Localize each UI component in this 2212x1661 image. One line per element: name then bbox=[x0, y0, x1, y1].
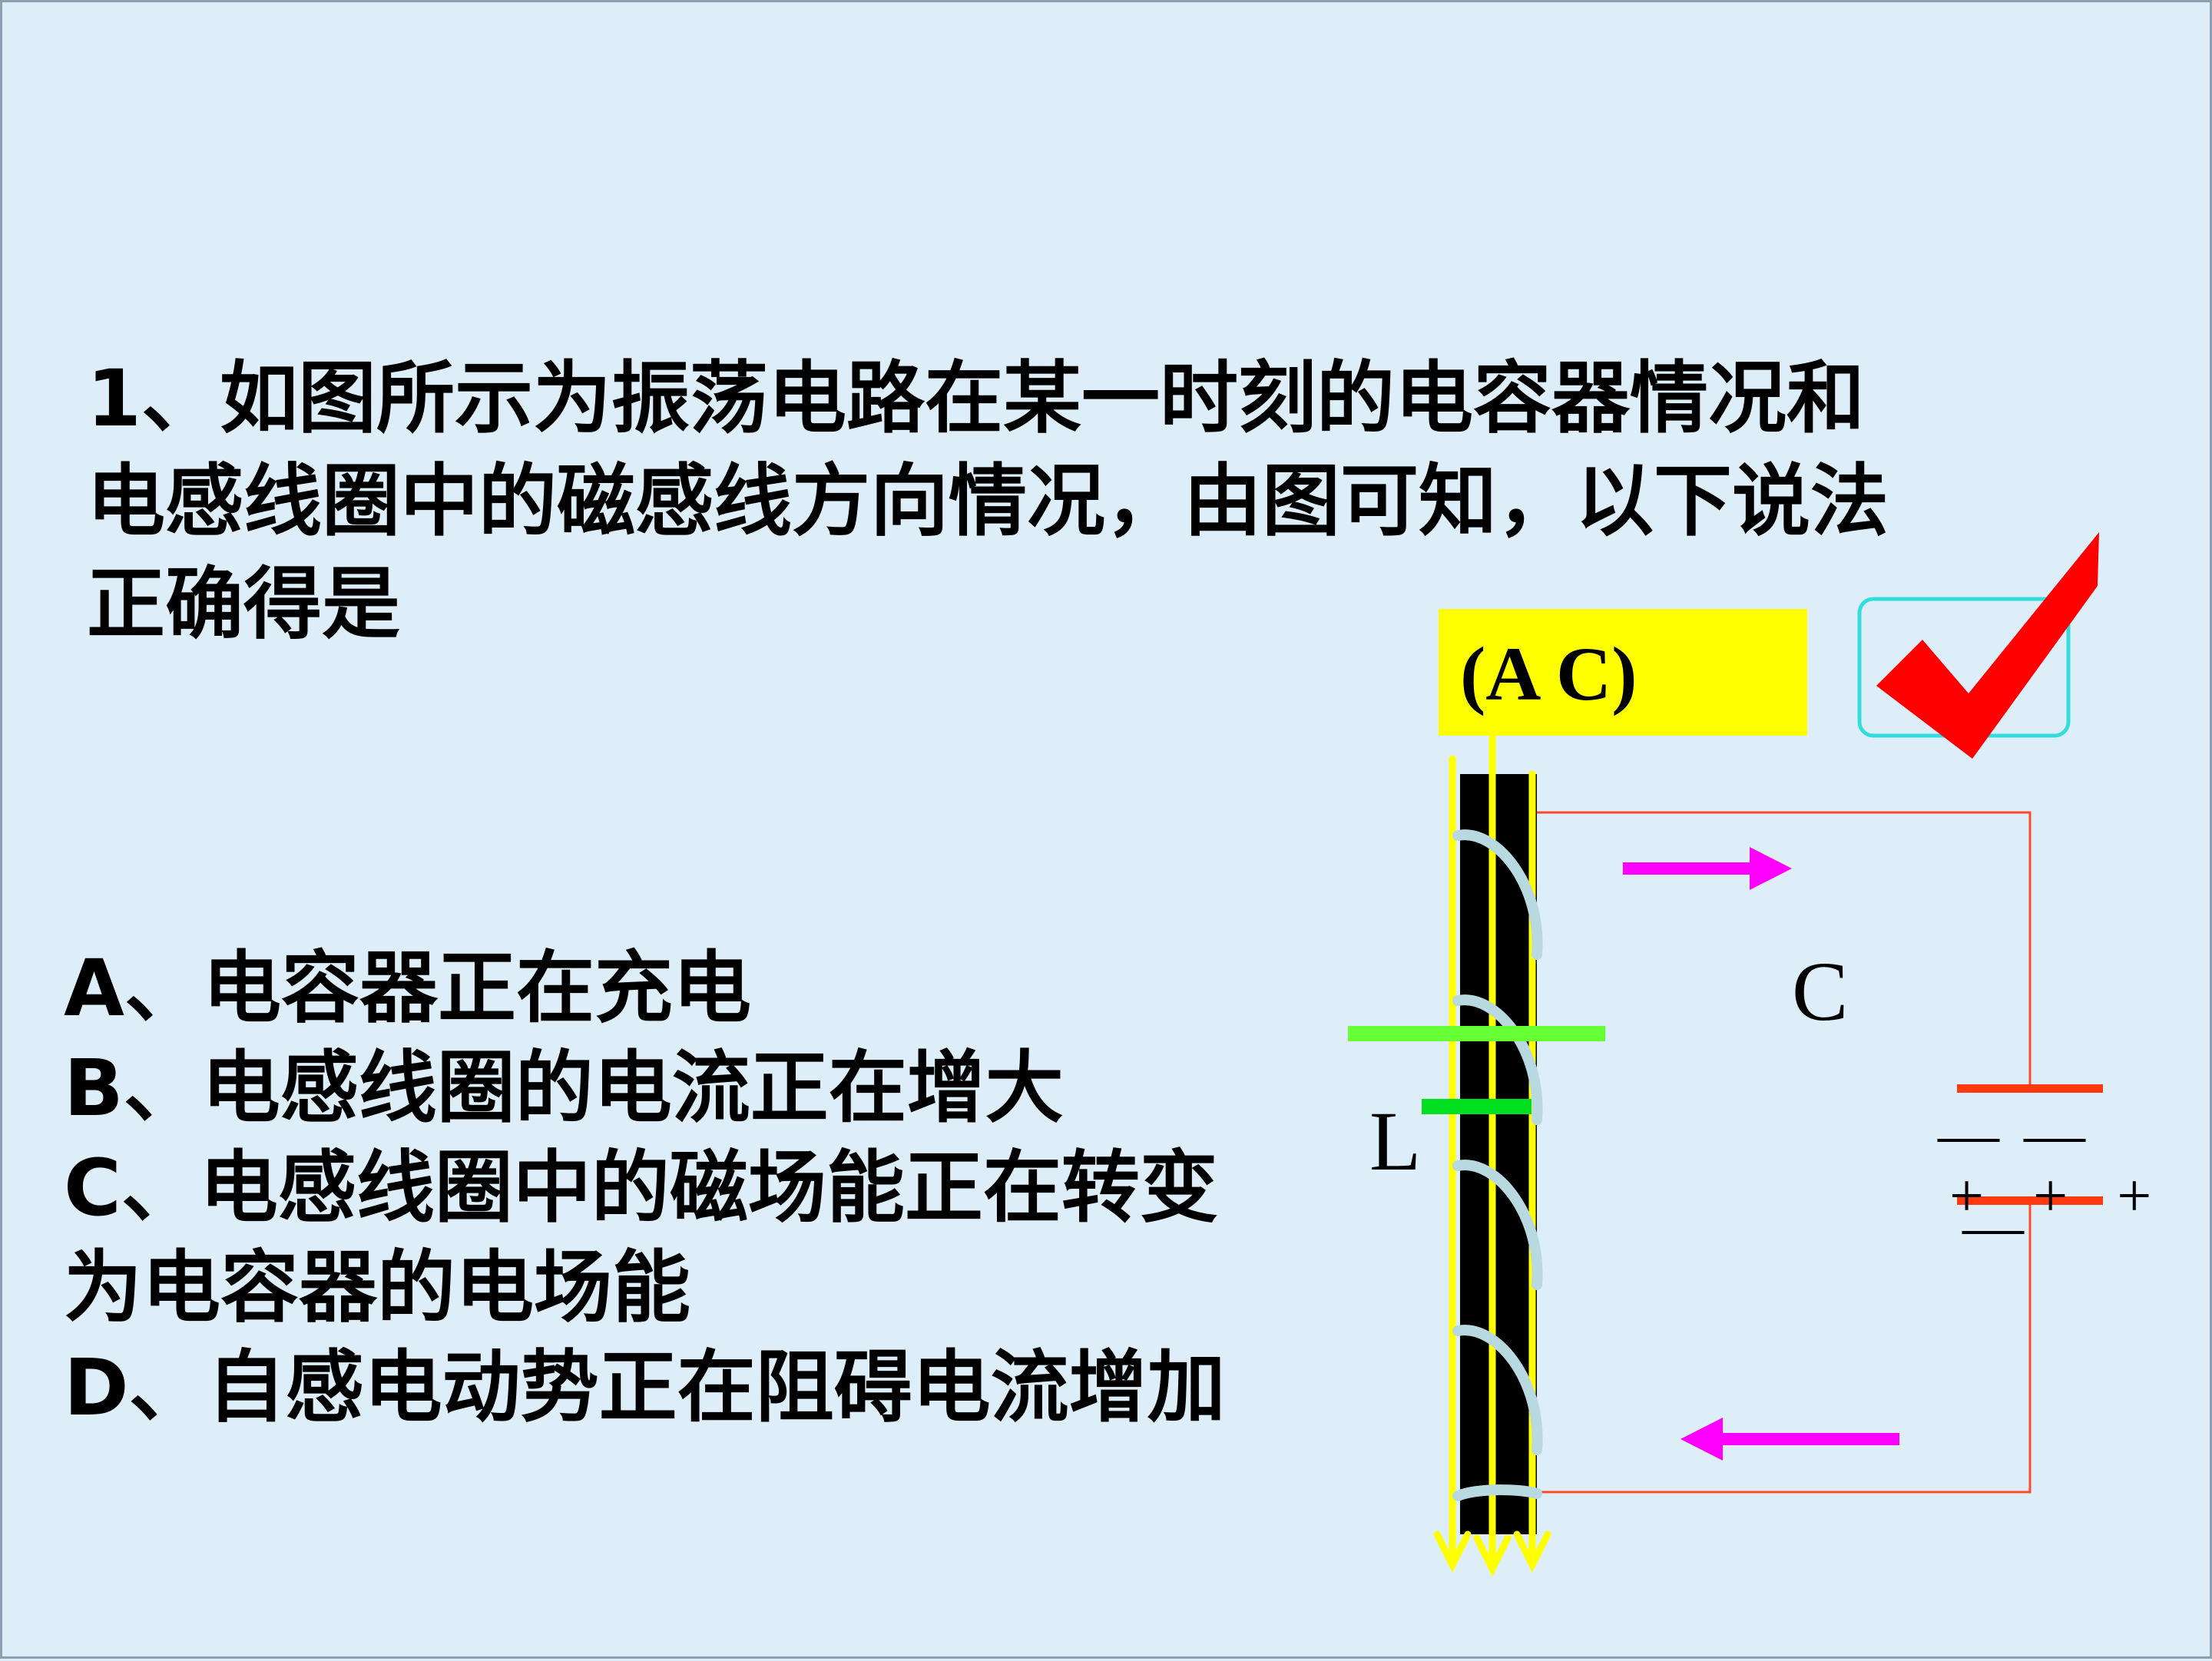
arrow-right-icon bbox=[1623, 847, 1792, 890]
inductor-core bbox=[1460, 774, 1537, 1534]
capacitor-label: C bbox=[1792, 945, 1849, 1038]
question-line-3: 正确得是 bbox=[87, 559, 400, 650]
question-line-2: 电感线圈中的磁感线方向情况，由图可知，以下说法 bbox=[87, 456, 1889, 548]
option-d: D、自感电动势正在阻碍电流增加 bbox=[64, 1342, 1226, 1434]
question-line-1: 1、如图所示为振荡电路在某一时刻的电容器情况和 bbox=[87, 353, 1865, 445]
circuit-wire bbox=[1535, 811, 2032, 1089]
capacitor-bottom-plate bbox=[1957, 1196, 2103, 1205]
checkmark-icon bbox=[1876, 532, 2099, 759]
option-b: B、电感线圈的电流正在增大 bbox=[64, 1043, 1064, 1134]
options-list: A、电容器正在充电 B、电感线圈的电流正在增大 C、电感线圈中的磁场能正在转变 … bbox=[64, 939, 1369, 1438]
answer-highlight bbox=[1439, 609, 1807, 736]
green-bar-long bbox=[1348, 1026, 1605, 1041]
inductor-label: L bbox=[1369, 1094, 1422, 1188]
magnetic-field-lines bbox=[1433, 728, 1551, 1577]
question-text: 1、如图所示为振荡电路在某一时刻的电容器情况和 电感线圈中的磁感线方向情况，由图… bbox=[87, 348, 2122, 657]
inductor-coil bbox=[1452, 829, 1543, 1501]
option-a: A、电容器正在充电 bbox=[64, 943, 751, 1034]
capacitor-top-plate bbox=[1957, 1084, 2103, 1093]
answer-text: (A C) bbox=[1460, 631, 1637, 716]
arrow-left-icon bbox=[1681, 1418, 1899, 1461]
option-c-continued: 为电容器的电场能 bbox=[64, 1242, 690, 1334]
capacitor-minus-bottom: — bbox=[1962, 1193, 2024, 1261]
green-bar-short bbox=[1422, 1099, 1532, 1114]
circuit-wire-bottom bbox=[1535, 1200, 2032, 1494]
capacitor-plus-signs: + + + bbox=[1949, 1163, 2169, 1230]
capacitor-minus-signs: — — bbox=[1938, 1101, 2090, 1169]
option-c: C、电感线圈中的磁场能正在转变 bbox=[64, 1143, 1218, 1234]
